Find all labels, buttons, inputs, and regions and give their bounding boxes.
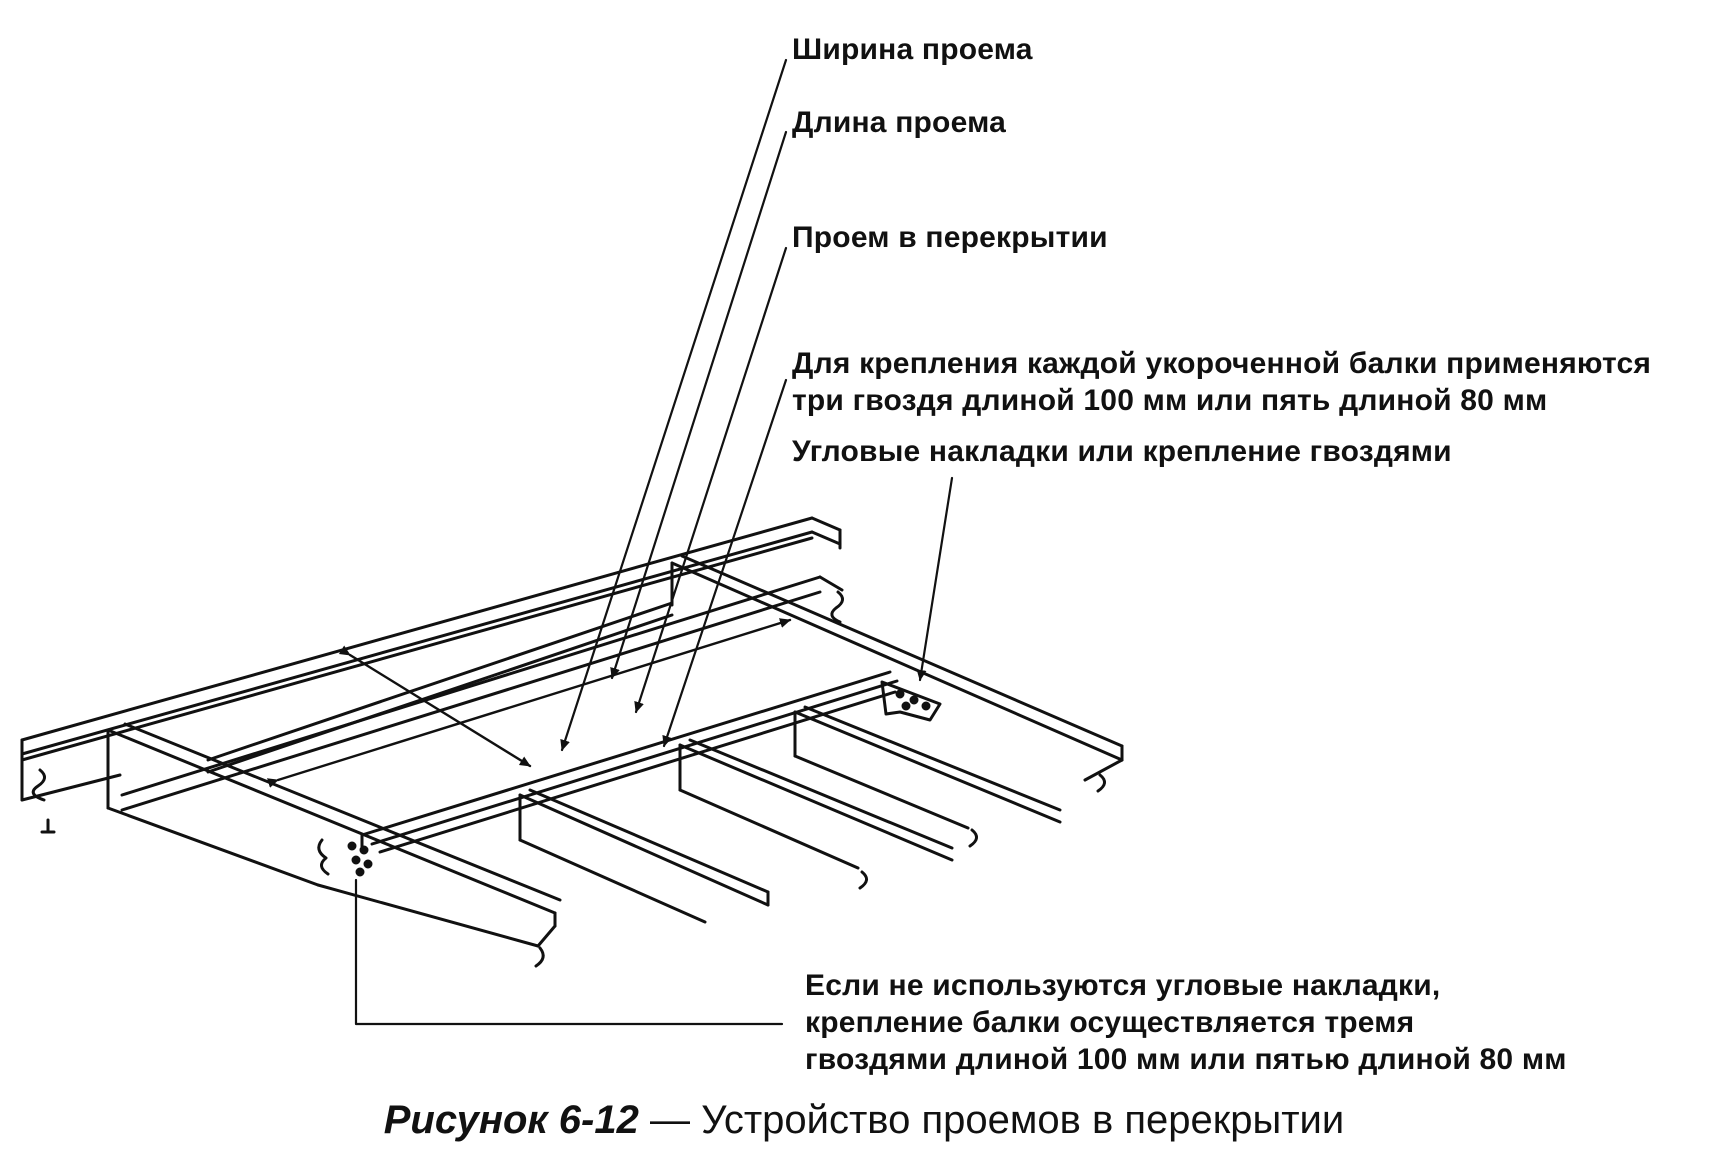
label-opening-length: Длина проема — [792, 106, 1006, 139]
label-corner-plates: Угловые накладки или крепление гвоздями — [792, 435, 1452, 468]
left-trimmer-joist — [106, 722, 562, 968]
corner-plate-icon — [880, 680, 942, 722]
label-no-plates-line2: крепление балки осуществляется тремя — [805, 1006, 1415, 1039]
caption-dash: — — [638, 1098, 702, 1142]
leader-lines — [354, 58, 954, 1026]
figure-caption: Рисунок 6-12 — Устройство проемов в пере… — [0, 1096, 1728, 1144]
label-no-plates-line1: Если не используются угловые накладки, — [805, 969, 1441, 1002]
label-opening-width: Ширина проема — [792, 33, 1033, 66]
right-trimmer-joist — [670, 554, 1124, 793]
label-floor-opening: Проем в перекрытии — [792, 221, 1108, 254]
label-no-plates-line3: гвоздями длиной 100 мм или пятью длиной … — [805, 1043, 1567, 1076]
caption-text: Устройство проемов в перекрытии — [701, 1098, 1345, 1142]
nail-cluster-icon — [317, 838, 373, 877]
opening-header — [360, 670, 899, 854]
dimension-arrows — [266, 618, 792, 788]
figure-number: Рисунок 6-12 — [383, 1098, 639, 1142]
label-nailing-note-line2: три гвоздя длиной 100 мм или пять длиной… — [792, 384, 1548, 417]
main-beam — [20, 516, 842, 834]
label-nailing-note-line1: Для крепления каждой укороченной балки п… — [792, 347, 1652, 380]
tail-joists — [518, 705, 1062, 924]
